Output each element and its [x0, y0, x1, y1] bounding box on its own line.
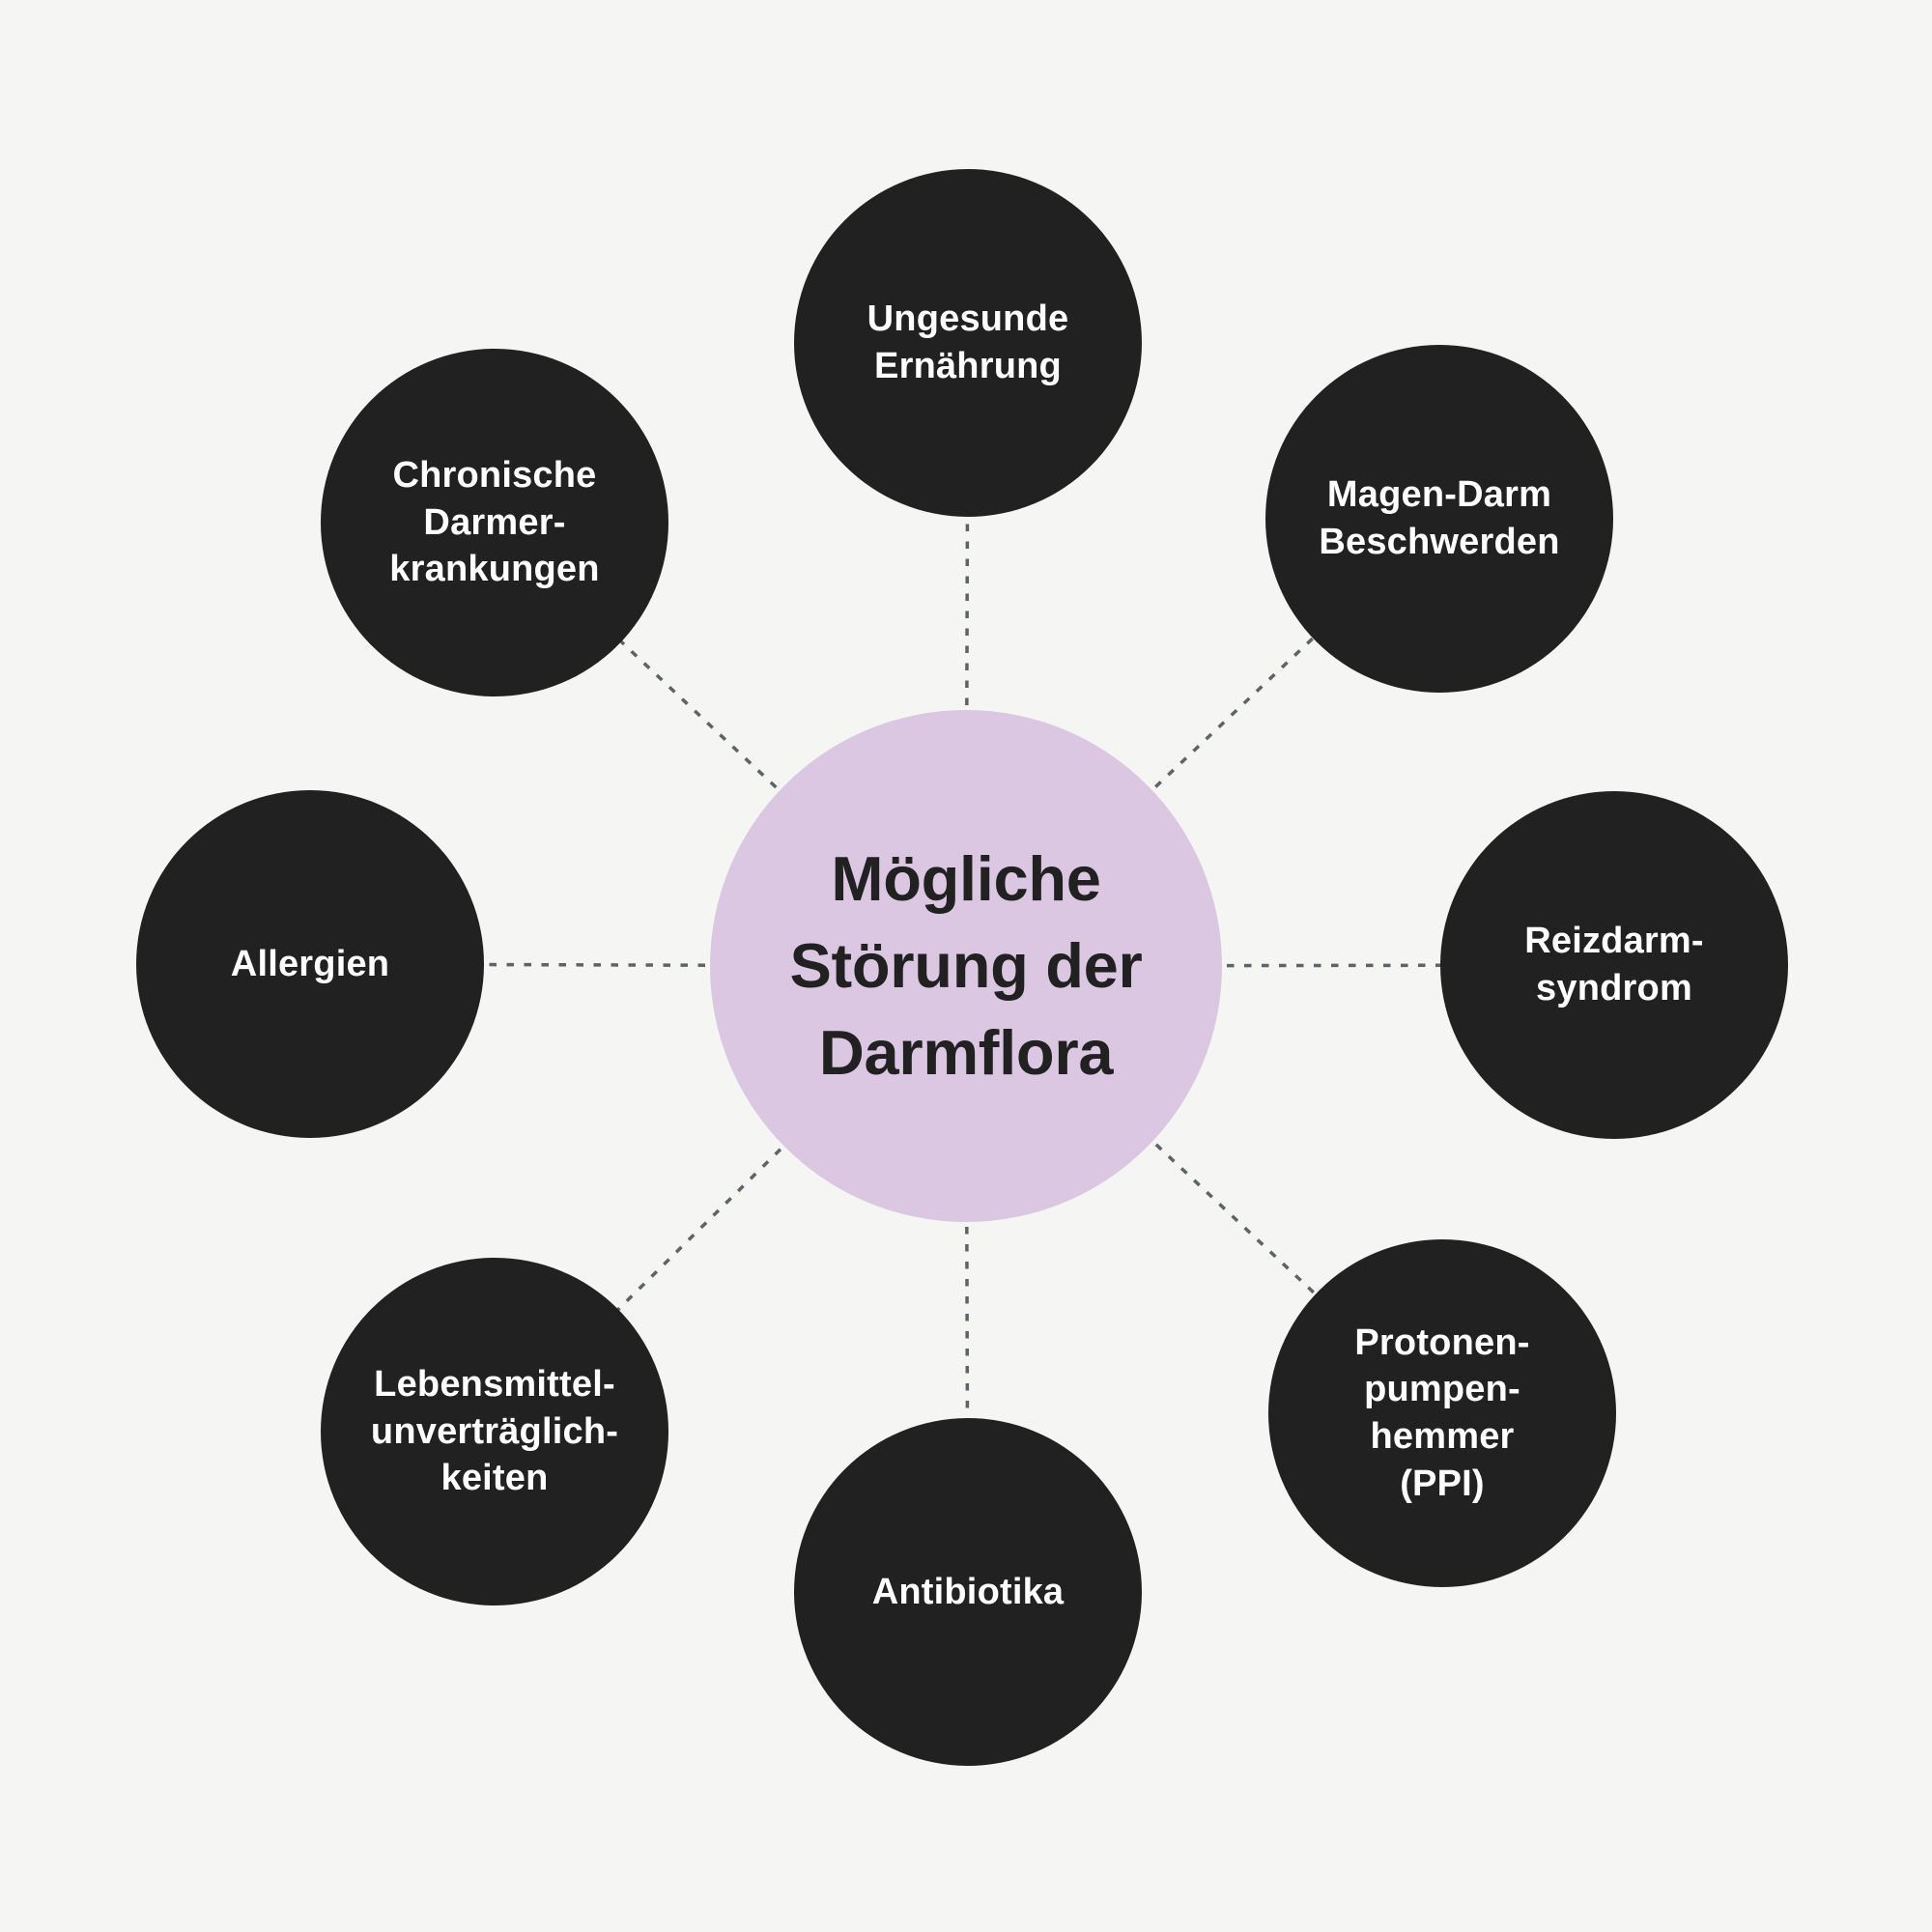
node-ungesunde-ernaehrung: Ungesunde Ernährung — [794, 169, 1142, 517]
label-line: Ungesunde — [867, 298, 1069, 340]
node-label: Protonen- pumpen- hemmer (PPI) — [1354, 1320, 1529, 1508]
node-label: Lebensmittel- unverträglich- keiten — [371, 1361, 618, 1502]
node-antibiotika: Antibiotika — [794, 1418, 1142, 1766]
label-line: Allergien — [230, 943, 390, 984]
label-line: Lebensmittel- — [374, 1364, 615, 1406]
label-line: Chronische — [392, 455, 597, 497]
node-label: Antibiotika — [872, 1569, 1065, 1616]
label-line: Darmflora — [818, 1016, 1114, 1088]
node-label: Magen-Darm Beschwerden — [1319, 471, 1559, 565]
center-node-moegliche-stoerung-der-darmflora: Mögliche Störung der Darmflora — [710, 710, 1222, 1222]
label-line: Reizdarm- — [1524, 921, 1704, 962]
label-line: Mögliche — [831, 843, 1101, 915]
node-label: Allergien — [231, 941, 389, 988]
label-line: pumpen- — [1364, 1369, 1520, 1410]
label-line: hemmer — [1370, 1416, 1515, 1457]
node-magen-darm-beschwerden: Magen-Darm Beschwerden — [1265, 345, 1613, 693]
label-line: Ernährung — [874, 346, 1062, 386]
label-line: krankungen — [389, 549, 600, 590]
label-line: Antibiotika — [871, 1571, 1065, 1612]
label-line: Störung der — [789, 930, 1143, 1002]
node-lebensmittelunvertraeglichkeiten: Lebensmittel- unverträglich- keiten — [321, 1258, 668, 1605]
node-allergien: Allergien — [136, 790, 484, 1138]
node-label: Chronische Darmer- krankungen — [389, 452, 599, 593]
node-reizdarmsyndrom: Reizdarm- syndrom — [1440, 791, 1788, 1139]
label-line: syndrom — [1536, 968, 1692, 1009]
node-protonenpumpenhemmer-ppi: Protonen- pumpen- hemmer (PPI) — [1268, 1239, 1616, 1587]
node-label: Reizdarm- syndrom — [1524, 918, 1704, 1011]
node-chronische-darmerkrankungen: Chronische Darmer- krankungen — [321, 349, 668, 696]
label-line: Darmer- — [423, 501, 566, 543]
label-line: Beschwerden — [1319, 522, 1560, 562]
label-line: (PPI) — [1400, 1463, 1485, 1504]
center-node-label: Mögliche Störung der Darmflora — [789, 836, 1142, 1095]
label-line: Protonen- — [1354, 1321, 1530, 1363]
label-line: keiten — [440, 1458, 549, 1499]
node-label: Ungesunde Ernährung — [867, 296, 1069, 389]
label-line: Magen-Darm — [1326, 474, 1552, 516]
label-line: unverträglich- — [370, 1410, 619, 1452]
